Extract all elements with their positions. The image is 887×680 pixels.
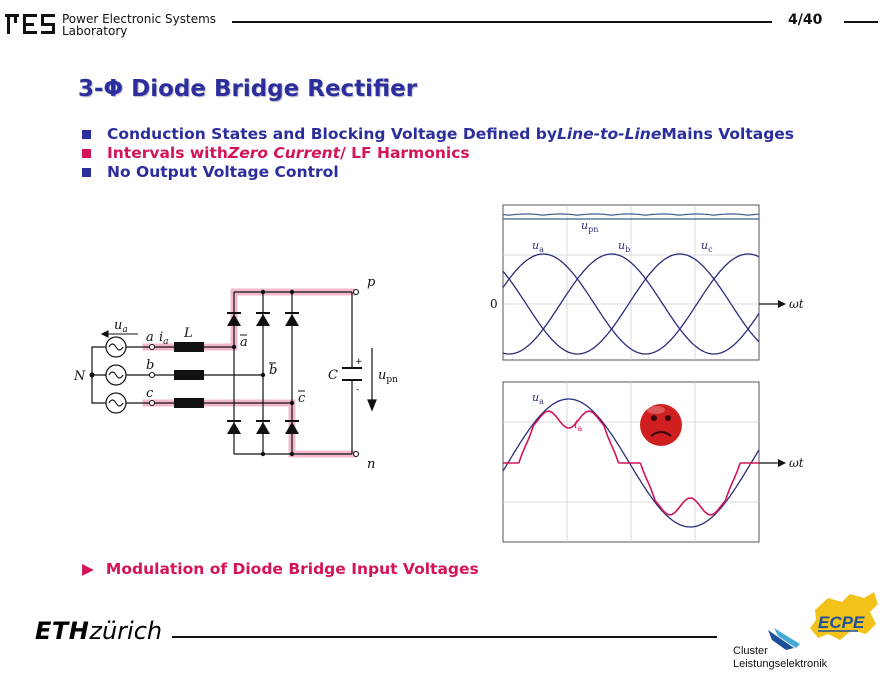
bullet-item: Intervals with Zero Current / LF Harmoni… xyxy=(82,144,794,163)
x-axis-arrow-icon xyxy=(778,300,786,308)
ecpe-text: ECPE xyxy=(818,613,865,632)
bullet-item: No Output Voltage Control xyxy=(82,163,794,182)
abar-label: a xyxy=(240,335,248,350)
ua-bottom-waveform xyxy=(502,398,760,528)
arrow-note: ▶ Modulation of Diode Bridge Input Voltag… xyxy=(82,560,479,578)
top-plot-grid xyxy=(503,205,759,360)
x-axis-label-top: ωt xyxy=(789,297,804,311)
slide-header: Power Electronic Systems Laboratory 4/40 xyxy=(0,0,887,48)
bullet-text-part: / LF Harmonics xyxy=(340,144,470,162)
ua-label: ua xyxy=(114,318,128,335)
node-c-label: c xyxy=(146,386,154,401)
uc-waveform xyxy=(502,253,760,355)
slide-title: 3-Φ Diode Bridge Rectifier xyxy=(78,76,418,102)
eth-logo: ETHzürich xyxy=(35,617,162,645)
inductor-icons xyxy=(174,342,204,408)
bullet-text-part: Conduction States and Blocking Voltage D… xyxy=(107,125,557,143)
bullet-text-emphasis: Zero Current xyxy=(227,144,341,162)
inductor-label: L xyxy=(183,326,193,341)
rectifier-circuit-diagram: ua a ia L b c N a b c p n C upn + - xyxy=(73,275,398,472)
bullet-text-part: Intervals with xyxy=(107,144,228,162)
bottom-plot-grid xyxy=(503,382,759,542)
node-a-label: a xyxy=(146,330,154,345)
node-b-label: b xyxy=(146,358,154,373)
upn-waveform xyxy=(502,213,759,216)
waveform-plots: upn ua ub uc ua ia 0 ωt ωt xyxy=(490,204,804,543)
neutral-label: N xyxy=(73,369,86,384)
pes-logo-icon xyxy=(5,14,55,34)
page-number: 4/40 xyxy=(788,12,823,28)
capacitor-icon xyxy=(342,367,362,381)
cluster-line1: Cluster xyxy=(733,645,768,657)
node-n-label: n xyxy=(367,457,375,472)
eth-logo-bold: ETH xyxy=(35,617,90,645)
ia-label: ia xyxy=(159,330,169,347)
bullet-text-part: No Output Voltage Control xyxy=(107,163,339,181)
sad-face-icon xyxy=(640,404,682,446)
ia-plot-label: ia xyxy=(574,418,583,433)
voltage-arrow-icon xyxy=(367,348,377,412)
footer-divider xyxy=(172,636,717,638)
header-divider-right xyxy=(844,21,878,23)
cluster-line2: Leistungselektronik xyxy=(733,658,828,670)
zero-label: 0 xyxy=(490,297,498,311)
node-p-label: p xyxy=(367,275,376,290)
ua-waveform xyxy=(502,253,760,355)
bullet-text-emphasis: Line-to-Line xyxy=(556,125,662,143)
ua-plot-label: ua xyxy=(532,239,544,254)
eth-logo-light: zürich xyxy=(89,617,163,645)
plus-label: + xyxy=(355,357,363,367)
ua-bottom-label: ua xyxy=(532,391,544,406)
circuit-wiring xyxy=(91,291,353,455)
x-axis-label-bottom: ωt xyxy=(789,456,804,470)
diode-icons xyxy=(227,312,299,434)
upn-plot-label: upn xyxy=(581,219,598,234)
bullet-square-icon xyxy=(82,130,91,139)
header-divider xyxy=(232,21,772,23)
bullet-square-icon xyxy=(82,149,91,158)
ia-waveform xyxy=(503,410,759,516)
cluster-swoosh-icon xyxy=(768,630,794,650)
arrow-right-icon: ▶ xyxy=(82,560,94,578)
upn-label: upn xyxy=(378,368,398,385)
capacitor-label: C xyxy=(328,368,338,383)
bullet-item: Conduction States and Blocking Voltage D… xyxy=(82,125,794,144)
ub-plot-label: ub xyxy=(618,239,630,254)
cluster-text: Cluster Leistungselektronik xyxy=(733,645,827,671)
circuit-nodes xyxy=(89,289,295,457)
uc-plot-label: uc xyxy=(701,239,713,254)
arrow-note-text: Modulation of Diode Bridge Input Voltage… xyxy=(105,560,479,578)
lab-name-line1: Power Electronic Systems xyxy=(62,12,217,26)
bullet-square-icon xyxy=(82,168,91,177)
bbar-label: b xyxy=(269,363,277,378)
x-axis-arrow-icon xyxy=(778,459,786,467)
ub-waveform xyxy=(502,253,760,355)
bullet-text-part: Mains Voltages xyxy=(661,125,795,143)
ecpe-logo-icon: ECPE xyxy=(768,592,878,650)
bullet-list: Conduction States and Blocking Voltage D… xyxy=(82,125,794,182)
lab-name: Power Electronic Systems Laboratory xyxy=(62,13,216,37)
lab-name-line2: Laboratory xyxy=(62,24,128,38)
cbar-label: c xyxy=(298,391,306,406)
minus-label: - xyxy=(356,385,359,395)
